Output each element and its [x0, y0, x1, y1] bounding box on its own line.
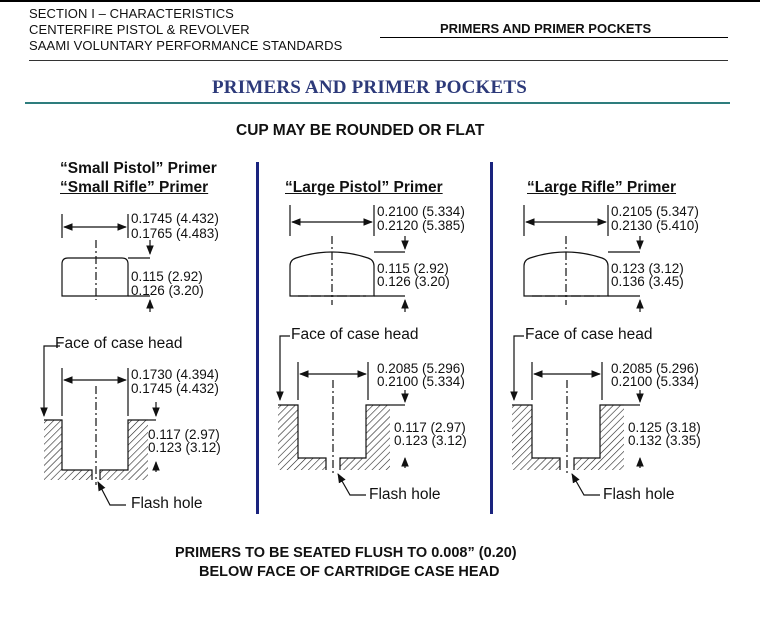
- col2-primer-dia-min: 0.2100 (5.334): [377, 204, 465, 219]
- col1-pocket: [40, 345, 160, 506]
- col3-primer-dia-min: 0.2105 (5.347): [611, 204, 699, 219]
- subtitle: CUP MAY BE ROUNDED OR FLAT: [236, 122, 485, 139]
- top-rule: [0, 0, 760, 2]
- col2-flash-label: Flash hole: [369, 486, 441, 503]
- col1-pocket-depth-max: 0.123 (3.12): [148, 440, 221, 455]
- col2-pocket-dia-max: 0.2100 (5.334): [377, 374, 465, 389]
- col2-pocket-depth-min: 0.117 (2.97): [394, 420, 466, 435]
- col2-heading: “Large Pistol” Primer: [285, 179, 443, 196]
- footer-line-2: BELOW FACE OF CARTRIDGE CASE HEAD: [199, 564, 500, 580]
- col1-pocket-depth-min: 0.117 (2.97): [148, 427, 220, 442]
- col2-primer-ht-max: 0.126 (3.20): [377, 274, 450, 289]
- col1-heading-1: “Small Pistol” Primer: [60, 160, 217, 177]
- col2-primer-dia-max: 0.2120 (5.385): [377, 218, 465, 233]
- col3-face-label: Face of case head: [525, 326, 653, 343]
- col3-primer: [523, 205, 644, 312]
- col2-pocket-depth-max: 0.123 (3.12): [394, 433, 467, 448]
- col3-primer-dia-max: 0.2130 (5.410): [611, 218, 699, 233]
- header-line-1: SECTION I – CHARACTERISTICS: [29, 6, 234, 21]
- col2-face-label: Face of case head: [291, 326, 419, 343]
- header-bottom-rule: [29, 60, 728, 61]
- col3-primer-ht-max: 0.136 (3.45): [611, 274, 684, 289]
- column-divider-2: [490, 162, 493, 514]
- page-title: PRIMERS AND PRIMER POCKETS: [212, 77, 528, 98]
- col3-flash-label: Flash hole: [603, 486, 675, 503]
- header-line-2: CENTERFIRE PISTOL & REVOLVER: [29, 22, 250, 37]
- col2-pocket-dia-min: 0.2085 (5.296): [377, 361, 465, 376]
- header-right-title: PRIMERS AND PRIMER POCKETS: [440, 21, 652, 36]
- col1-primer-ht-max: 0.126 (3.20): [131, 283, 204, 298]
- col1-primer-dia-max: 0.1765 (4.483): [131, 226, 219, 241]
- col3-pocket-depth-max: 0.132 (3.35): [628, 433, 701, 448]
- col2-primer-ht-min: 0.115 (2.92): [377, 261, 449, 276]
- header-line-3: SAAMI VOLUNTARY PERFORMANCE STANDARDS: [29, 38, 343, 53]
- col1-pocket-dia-min: 0.1730 (4.394): [131, 367, 219, 382]
- col1-face-label: Face of case head: [55, 335, 183, 352]
- col1-primer-dia-min: 0.1745 (4.432): [131, 211, 219, 226]
- footer-line-1: PRIMERS TO BE SEATED FLUSH TO 0.008” (0.…: [175, 545, 517, 561]
- col3-pocket: [510, 335, 644, 496]
- col2-primer: [289, 205, 409, 312]
- col1-flash-label: Flash hole: [131, 495, 203, 512]
- col3-pocket-depth-min: 0.125 (3.18): [628, 420, 701, 435]
- header-underline: [380, 37, 728, 38]
- col2-pocket: [276, 335, 409, 496]
- col1-heading-2: “Small Rifle” Primer: [60, 179, 209, 196]
- title-rule: [25, 102, 730, 104]
- column-divider-1: [256, 162, 259, 514]
- col3-pocket-dia-max: 0.2100 (5.334): [611, 374, 699, 389]
- col3-heading: “Large Rifle” Primer: [527, 179, 677, 196]
- col1-primer: [61, 214, 154, 312]
- col3-pocket-dia-min: 0.2085 (5.296): [611, 361, 699, 376]
- col1-primer-ht-min: 0.115 (2.92): [131, 269, 203, 284]
- col3-primer-ht-min: 0.123 (3.12): [611, 261, 684, 276]
- col1-pocket-dia-max: 0.1745 (4.432): [131, 381, 219, 396]
